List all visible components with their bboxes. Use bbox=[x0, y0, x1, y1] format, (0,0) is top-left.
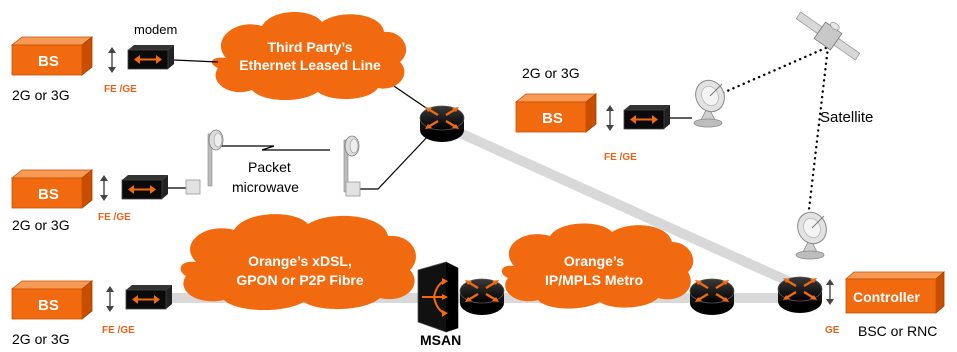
satellite-dish-icon bbox=[792, 207, 832, 260]
msan-label: MSAN bbox=[420, 332, 461, 348]
cloud-third-party-line2: Ethernet Leased Line bbox=[239, 57, 381, 73]
satellite-icon bbox=[795, 11, 861, 61]
cloud-third-party: Third Party’s Ethernet Leased Line bbox=[211, 11, 407, 101]
modem-icon bbox=[127, 44, 175, 70]
router-icon bbox=[688, 277, 736, 317]
fe-ge-label: FE /GE bbox=[604, 152, 637, 163]
gen-label: 2G or 3G bbox=[522, 65, 580, 81]
modem-label: modem bbox=[134, 22, 177, 37]
gen-label: 2G or 3G bbox=[12, 217, 70, 233]
satellite-dish-icon bbox=[690, 75, 730, 128]
modem-icon bbox=[623, 104, 671, 130]
cloud-xdsl-line2: GPON or P2P Fibre bbox=[236, 272, 364, 288]
cloud-xdsl-line1: Orange’s xDSL, bbox=[248, 253, 352, 269]
fe-ge-label: FE /GE bbox=[98, 212, 131, 223]
cloud-metro: Orange’s IP/MPLS Metro bbox=[501, 223, 694, 309]
cloud-third-party-line1: Third Party’s bbox=[267, 39, 352, 55]
router-icon bbox=[418, 104, 466, 144]
gen-label: 2G or 3G bbox=[12, 331, 70, 347]
satellite-label: Satellite bbox=[820, 109, 873, 126]
router-icon bbox=[458, 277, 506, 317]
msan-icon bbox=[417, 261, 459, 333]
microwave-link bbox=[218, 145, 330, 151]
controller-label: Controller bbox=[853, 289, 920, 305]
bs-label: BS bbox=[542, 110, 563, 127]
bs-label: BS bbox=[38, 297, 59, 314]
site1-link bbox=[173, 59, 219, 63]
double-arrow-icon bbox=[105, 285, 115, 313]
ge-label: GE bbox=[825, 325, 840, 336]
bs-label: BS bbox=[38, 53, 59, 70]
bs-label: BS bbox=[38, 186, 59, 203]
controller-box bbox=[844, 271, 946, 314]
packet-microwave-line1: Packet bbox=[248, 159, 291, 175]
modem-icon bbox=[125, 284, 173, 310]
satellite-links bbox=[716, 45, 830, 220]
double-arrow-icon bbox=[825, 278, 835, 306]
double-arrow-icon bbox=[99, 174, 109, 202]
cloud-metro-line1: Orange’s bbox=[564, 253, 624, 269]
fe-ge-label: FE /GE bbox=[104, 84, 137, 95]
packet-microwave-line2: microwave bbox=[232, 179, 299, 195]
fe-ge-label: FE /GE bbox=[102, 325, 135, 336]
double-arrow-icon bbox=[107, 46, 117, 74]
gen-label: 2G or 3G bbox=[12, 87, 70, 103]
double-arrow-icon bbox=[605, 104, 615, 132]
microwave-antenna-icon bbox=[207, 129, 224, 187]
modem-icon bbox=[121, 174, 169, 200]
odu-icon bbox=[345, 181, 361, 197]
odu-icon bbox=[185, 179, 201, 195]
router-icon bbox=[776, 275, 824, 315]
bsc-rnc-label: BSC or RNC bbox=[858, 323, 937, 339]
cloud-metro-line2: IP/MPLS Metro bbox=[545, 272, 643, 288]
access-links bbox=[356, 81, 433, 190]
cloud-xdsl: Orange’s xDSL, GPON or P2P Fibre bbox=[180, 214, 416, 311]
